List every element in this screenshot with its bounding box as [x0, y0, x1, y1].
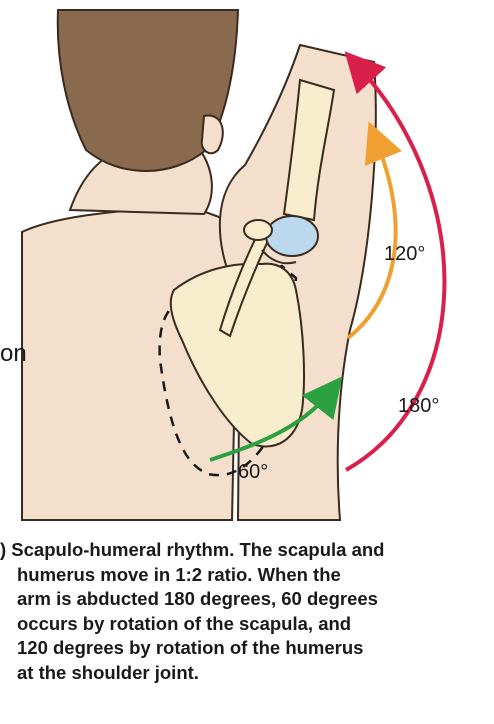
- humerus: [282, 78, 336, 222]
- label-180-degrees: 180°: [398, 395, 439, 417]
- caption-line: ) Scapulo-humeral rhythm. The scapula an…: [0, 539, 385, 560]
- total-abduction-arc-arrow: [344, 51, 447, 472]
- caption-line: at the shoulder joint.: [17, 661, 199, 683]
- glenoid: [261, 249, 297, 265]
- scapula-arc-arrow: [209, 376, 343, 462]
- acromion: [243, 219, 273, 241]
- caption-line: 120 degrees by rotation of the humerus: [17, 637, 364, 658]
- humerus-arc-arrow: [346, 121, 402, 340]
- ear: [200, 114, 224, 155]
- cropped-side-text: on: [0, 340, 27, 367]
- figure-caption: ) Scapulo-humeral rhythm. The scapula an…: [0, 538, 490, 685]
- label-120-degrees: 120°: [384, 243, 425, 265]
- caption-line: arm is abducted 180 degrees, 60 degrees: [17, 588, 378, 609]
- head-hair: [56, 9, 240, 172]
- humeral-head: [265, 215, 319, 257]
- label-60-degrees: 60°: [238, 461, 268, 483]
- caption-line: occurs by rotation of the scapula, and: [17, 612, 352, 634]
- caption-line: humerus move in 1:2 ratio. When the: [17, 563, 341, 585]
